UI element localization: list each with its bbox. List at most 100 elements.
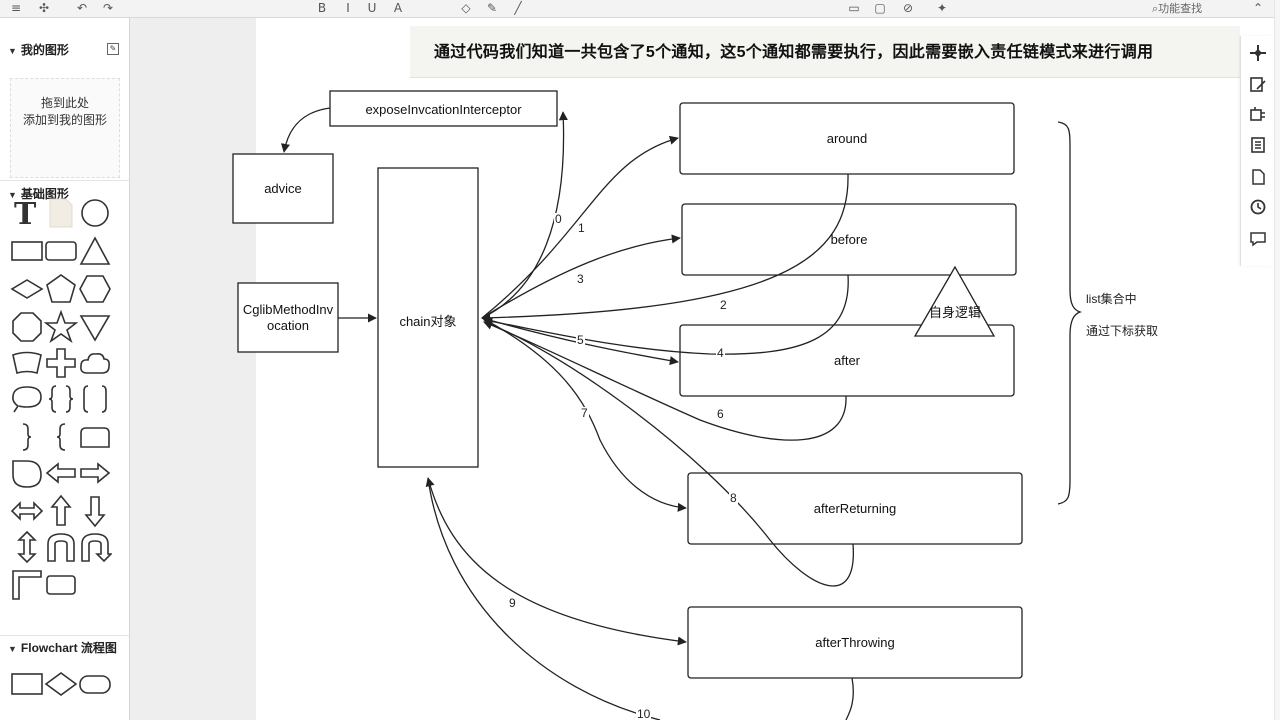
text-icon[interactable]: T [10, 196, 44, 232]
diamond-icon[interactable] [10, 272, 44, 306]
advice-box[interactable] [232, 153, 334, 224]
edge-label-9: 9 [508, 596, 517, 610]
decision-icon[interactable] [44, 668, 78, 702]
data-icon[interactable] [1249, 106, 1267, 124]
edge-4[interactable] [483, 274, 849, 355]
before-box[interactable] [681, 203, 1017, 276]
after-throwing-out-edge[interactable] [845, 677, 854, 720]
pin-icon[interactable]: ✣ [38, 1, 50, 15]
inverted-triangle-icon[interactable] [78, 310, 112, 344]
self-logic-triangle[interactable] [913, 265, 996, 337]
edge-10[interactable] [427, 477, 661, 720]
rounded-rect-icon[interactable] [44, 234, 78, 268]
banner-icon[interactable] [10, 346, 44, 380]
top-toolbar: ≡ ✣ ↶ ↷ B I U A ◇ ✎ ╱ ▭ ▢ ⊘ ✦ ⌕功能查找 ⌃ [0, 0, 1280, 18]
brackets-icon[interactable] [78, 382, 112, 416]
page-icon[interactable] [1249, 136, 1267, 154]
edge-8[interactable] [483, 320, 854, 587]
flowchart-header[interactable]: ▼Flowchart 流程图 [0, 635, 129, 661]
italic-icon[interactable]: I [346, 1, 350, 15]
cglib-invocation-box[interactable] [237, 282, 339, 353]
speech-bubble-icon[interactable] [10, 382, 44, 416]
basic-shapes-header[interactable]: ▼基础图形 [0, 181, 129, 207]
u-turn-arrow-icon[interactable] [78, 530, 113, 564]
edge-label-6: 6 [716, 407, 725, 421]
edge-6[interactable] [483, 320, 847, 441]
octagon-icon[interactable] [10, 310, 44, 344]
chain-object-box[interactable] [377, 167, 479, 468]
double-arrow-icon[interactable] [10, 494, 44, 528]
list-brace [1057, 121, 1083, 505]
bold-icon[interactable]: B [317, 1, 327, 15]
comment-icon[interactable] [1249, 230, 1267, 248]
after-box[interactable] [679, 324, 1015, 397]
font-color-icon[interactable]: A [393, 1, 403, 15]
edge-9[interactable] [425, 477, 687, 646]
u-turn-icon[interactable] [44, 530, 78, 564]
edge-5[interactable] [481, 317, 679, 366]
underline-icon[interactable]: U [367, 1, 377, 15]
right-arrow-icon[interactable] [78, 456, 112, 490]
pen-icon[interactable]: ✎ [486, 1, 498, 15]
cross-icon[interactable] [44, 346, 78, 380]
feature-search-button[interactable]: ⌕功能查找 [1152, 0, 1232, 16]
line-icon[interactable]: ╱ [514, 1, 522, 15]
cloud-icon[interactable] [78, 346, 112, 380]
history-icon[interactable] [1249, 198, 1267, 216]
basic-shapes-title: 基础图形 [20, 187, 69, 201]
self-logic-label: 自身逻辑 [928, 305, 981, 320]
navigate-icon[interactable] [1249, 44, 1267, 62]
undo-icon[interactable]: ↶ [76, 1, 88, 15]
lock-icon[interactable]: ▭ [848, 1, 860, 15]
fill-icon[interactable]: ◇ [461, 1, 471, 15]
edge-0[interactable] [481, 111, 568, 319]
pentagon-icon[interactable] [44, 272, 78, 306]
edge-1[interactable] [481, 135, 679, 319]
rounded-rect-small-icon[interactable] [44, 568, 78, 602]
card-icon[interactable] [78, 420, 112, 454]
braces-icon[interactable] [44, 382, 78, 416]
around-box[interactable] [679, 102, 1015, 175]
redo-icon[interactable]: ↷ [102, 1, 114, 15]
after-throwing-box[interactable] [687, 606, 1023, 679]
edge-label-4: 4 [716, 346, 725, 360]
expose-to-advice-edge[interactable] [280, 107, 331, 153]
terminator-icon[interactable] [78, 668, 112, 702]
after-returning-box[interactable] [687, 472, 1023, 545]
document-icon[interactable] [1249, 168, 1267, 186]
caret-down-icon: ▼ [8, 644, 17, 654]
rectangle-icon[interactable] [10, 234, 44, 268]
edit-icon[interactable]: ✎ [107, 43, 119, 55]
my-shapes-header[interactable]: ▼我的图形 ✎ [0, 37, 129, 63]
edge-label-2: 2 [719, 298, 728, 312]
hexagon-icon[interactable] [78, 272, 112, 306]
edge-3[interactable] [481, 234, 681, 319]
circle-icon[interactable] [78, 196, 112, 230]
left-brace-icon[interactable] [44, 420, 78, 454]
corner-icon[interactable] [10, 568, 44, 602]
right-brace-icon[interactable] [10, 420, 44, 454]
after-label: after [833, 353, 860, 368]
magic-icon[interactable]: ✦ [936, 1, 948, 15]
vertical-double-arrow-icon[interactable] [10, 530, 44, 564]
edge-2[interactable] [481, 173, 849, 323]
format-icon[interactable] [1249, 76, 1267, 94]
down-arrow-icon[interactable] [78, 494, 112, 528]
triangle-icon[interactable] [78, 234, 112, 268]
left-arrow-icon[interactable] [44, 456, 78, 490]
star-icon[interactable] [43, 309, 79, 344]
my-shapes-drop-zone[interactable]: 拖到此处 添加到我的图形 [10, 78, 120, 178]
process-icon[interactable] [10, 668, 44, 702]
caret-down-icon: ▼ [8, 46, 17, 56]
before-label: before [830, 232, 868, 247]
caption-banner: 通过代码我们知道一共包含了5个通知，这5个通知都需要执行，因此需要嵌入责任链模式… [410, 26, 1240, 78]
collapse-icon[interactable]: ⌃ [1252, 1, 1264, 15]
link-icon[interactable]: ⊘ [902, 1, 914, 15]
right-scroll-edge[interactable] [1274, 0, 1280, 720]
group-icon[interactable]: ▢ [874, 1, 886, 15]
up-arrow-icon[interactable] [44, 494, 78, 528]
note-icon[interactable] [44, 196, 78, 230]
menu-icon[interactable]: ≡ [10, 1, 22, 15]
leaf-icon[interactable] [10, 456, 44, 490]
